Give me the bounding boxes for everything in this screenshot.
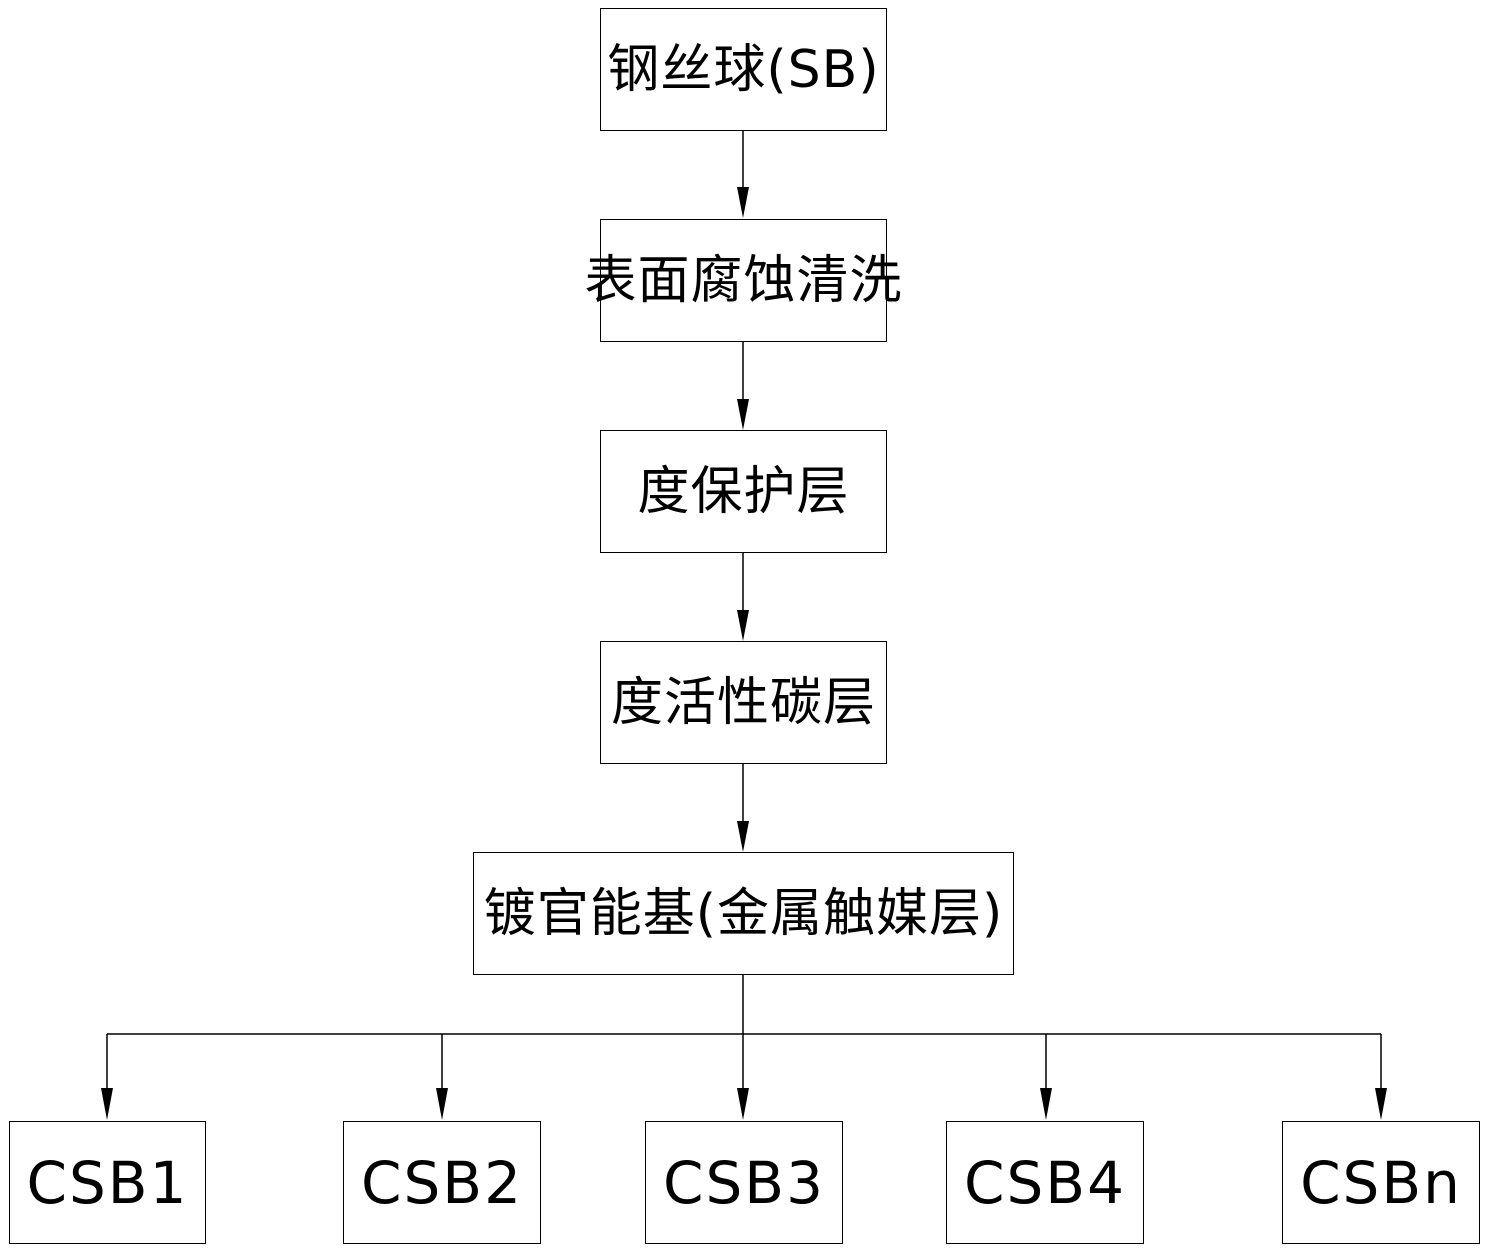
branch-label-csb1: CSB1 bbox=[26, 1148, 189, 1217]
arrowhead-2 bbox=[737, 399, 749, 430]
branch-box-csb2: CSB2 bbox=[343, 1121, 541, 1244]
step-label-activated-carbon-layer: 度活性碳层 bbox=[610, 672, 876, 733]
branch-label-csb2: CSB2 bbox=[360, 1148, 523, 1217]
step-box-protective-layer: 度保护层 bbox=[600, 430, 887, 553]
arrowhead-branch-1 bbox=[101, 1088, 113, 1120]
branch-box-csb3: CSB3 bbox=[645, 1121, 843, 1244]
step-label-functional-group-plating: 镀官能基(金属触媒层) bbox=[483, 883, 1004, 944]
step-label-steel-ball: 钢丝球(SB) bbox=[607, 39, 880, 100]
step-box-steel-ball: 钢丝球(SB) bbox=[600, 8, 887, 131]
branch-label-csb4: CSB4 bbox=[963, 1148, 1126, 1217]
arrowhead-branch-4 bbox=[1040, 1088, 1052, 1120]
arrowhead-branch-5 bbox=[1375, 1088, 1387, 1120]
arrowhead-3 bbox=[737, 610, 749, 641]
branch-box-csbn: CSBn bbox=[1282, 1121, 1480, 1244]
step-label-surface-etch-clean: 表面腐蚀清洗 bbox=[584, 250, 903, 311]
arrowhead-branch-3 bbox=[737, 1088, 749, 1120]
arrowhead-branch-2 bbox=[436, 1088, 448, 1120]
arrowhead-1 bbox=[737, 187, 749, 218]
branch-box-csb4: CSB4 bbox=[946, 1121, 1144, 1244]
step-box-activated-carbon-layer: 度活性碳层 bbox=[600, 641, 887, 764]
step-box-surface-etch-clean: 表面腐蚀清洗 bbox=[585, 219, 902, 342]
branch-label-csb3: CSB3 bbox=[662, 1148, 825, 1217]
step-box-functional-group-plating: 镀官能基(金属触媒层) bbox=[473, 852, 1014, 975]
branch-box-csb1: CSB1 bbox=[9, 1121, 206, 1244]
branch-label-csbn: CSBn bbox=[1300, 1148, 1462, 1217]
arrowhead-4 bbox=[737, 821, 749, 852]
step-label-protective-layer: 度保护层 bbox=[637, 461, 850, 522]
